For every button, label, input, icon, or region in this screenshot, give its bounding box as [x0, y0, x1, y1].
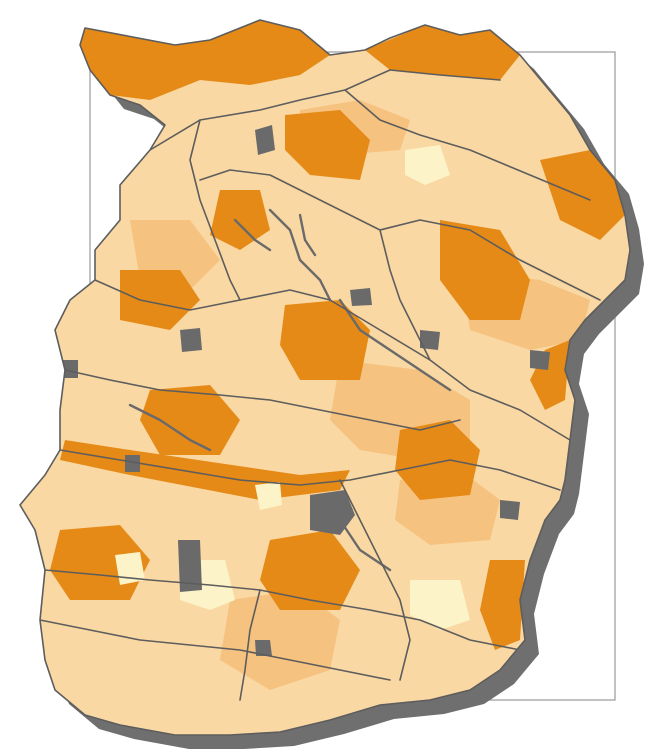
district-boundary	[379, 229, 431, 361]
river	[268, 208, 332, 302]
region-light	[60, 320, 340, 430]
urban-area	[255, 640, 272, 656]
region-darkest	[530, 340, 570, 410]
region-light	[60, 600, 230, 720]
district-boundary	[64, 369, 461, 431]
urban-area	[500, 500, 520, 520]
district-boundary	[39, 619, 391, 681]
district-boundary	[59, 449, 561, 491]
urban-area	[125, 455, 140, 472]
river	[233, 218, 272, 252]
region-lightest	[255, 482, 282, 510]
map-regions	[39, 20, 625, 720]
district-boundary	[344, 89, 591, 201]
river	[298, 213, 317, 257]
region-light	[410, 80, 540, 180]
region-darkest	[540, 150, 625, 240]
urban-area	[350, 288, 372, 306]
region-darkest	[80, 20, 330, 100]
district-boundary	[339, 479, 411, 681]
region-darkest	[440, 220, 530, 320]
region-darkest	[285, 110, 370, 180]
region-lightest	[115, 552, 145, 585]
district-boundary	[94, 279, 571, 441]
region-darkest	[365, 25, 520, 80]
river	[128, 403, 212, 452]
district-boundary	[239, 589, 261, 701]
urban-area	[310, 490, 355, 535]
region-darkest	[140, 385, 240, 455]
county-outline	[19, 19, 631, 736]
urban-area	[180, 328, 202, 352]
region-darkest	[210, 190, 270, 250]
district-boundary	[149, 69, 501, 151]
river	[338, 298, 452, 392]
district-boundary	[189, 119, 241, 301]
region-darkest	[280, 300, 370, 380]
urban-area	[255, 125, 275, 155]
urban-area	[420, 330, 440, 350]
district-boundary	[44, 569, 521, 651]
region-darkest	[260, 530, 360, 610]
region-lightest	[410, 580, 470, 630]
urban-area	[530, 350, 550, 370]
region-darkest	[480, 560, 525, 650]
region-darkest	[395, 420, 480, 500]
region-light	[240, 240, 420, 330]
urban-area	[178, 540, 202, 592]
region-darkest	[120, 270, 200, 330]
region-lightest	[405, 145, 450, 185]
river	[338, 518, 392, 572]
region-medium	[220, 590, 340, 690]
